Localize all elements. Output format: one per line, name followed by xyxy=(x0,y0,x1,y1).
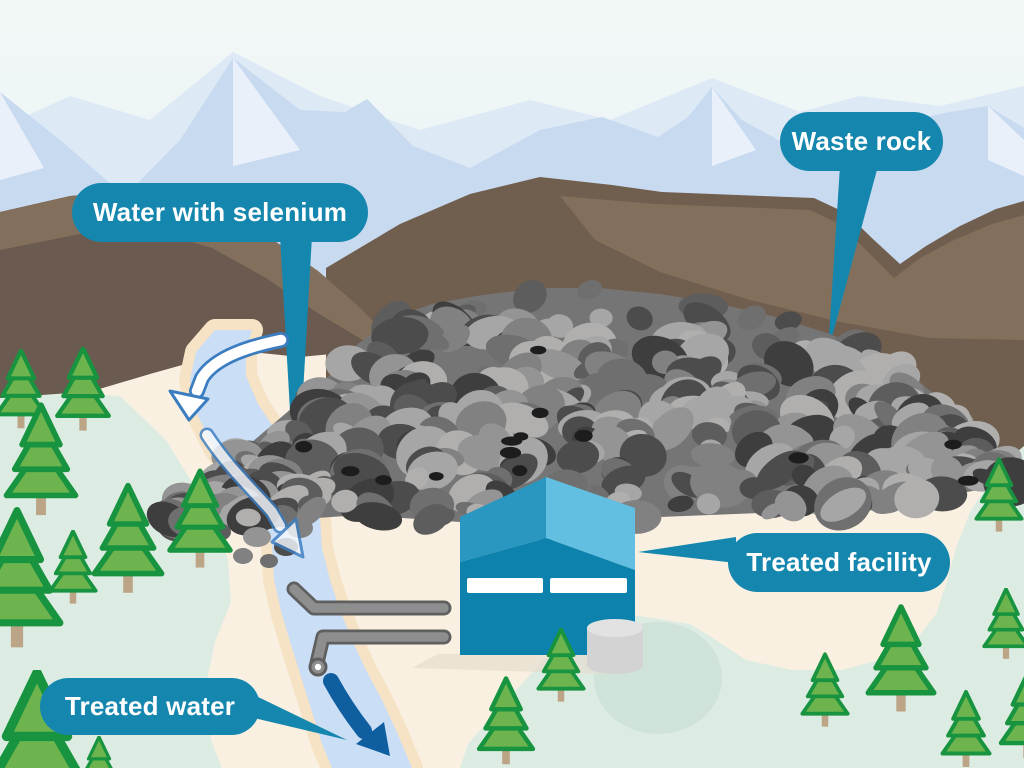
mountain-facet xyxy=(988,106,1024,176)
facility-label-tail xyxy=(638,537,736,563)
mountain-facet xyxy=(0,92,44,180)
label-treated-water-text: Treated water xyxy=(64,691,236,721)
hill-right-valley xyxy=(560,196,1024,340)
storage-tank xyxy=(587,619,643,674)
building-shadow xyxy=(412,654,636,674)
arrow-head xyxy=(270,517,305,559)
waste-rock-pile xyxy=(146,280,1024,568)
label-water-with-selenium-text: Water with selenium xyxy=(92,197,348,227)
label-waste-rock-text: Waste rock xyxy=(791,126,932,156)
treated-water-label-tail xyxy=(250,693,347,740)
label-treated-water: Treated water xyxy=(40,678,260,735)
label-treated-facility-text: Treated facility xyxy=(746,547,932,577)
label-water-with-selenium: Water with selenium xyxy=(72,183,368,242)
arrow-body xyxy=(323,673,372,739)
arrow-head xyxy=(168,389,210,422)
tank-lid xyxy=(587,619,643,637)
outfall-pipe xyxy=(312,632,449,668)
intake-pipe xyxy=(289,584,449,613)
arrow-body xyxy=(191,334,287,397)
flow-arrow-upstream xyxy=(168,332,289,422)
label-treated-facility: Treated facility xyxy=(728,533,950,592)
selenium-label-tail xyxy=(280,236,312,516)
building-window xyxy=(550,578,627,593)
building-roof-right xyxy=(546,477,635,570)
arrow-body xyxy=(202,430,285,531)
arrow-head xyxy=(356,722,390,756)
tank-bottom xyxy=(587,656,643,674)
flow-arrow-treated xyxy=(323,673,390,756)
flow-arrow-seepage xyxy=(199,427,305,559)
waste-rock-label-tail xyxy=(828,166,878,352)
mountain-facet xyxy=(712,87,756,166)
building-roof-left xyxy=(460,477,546,562)
label-waste-rock: Waste rock xyxy=(780,112,943,171)
building-window xyxy=(467,578,543,593)
pipe-open-end-hole xyxy=(314,663,322,671)
pipes xyxy=(286,581,452,677)
mountain-facet xyxy=(233,58,300,166)
